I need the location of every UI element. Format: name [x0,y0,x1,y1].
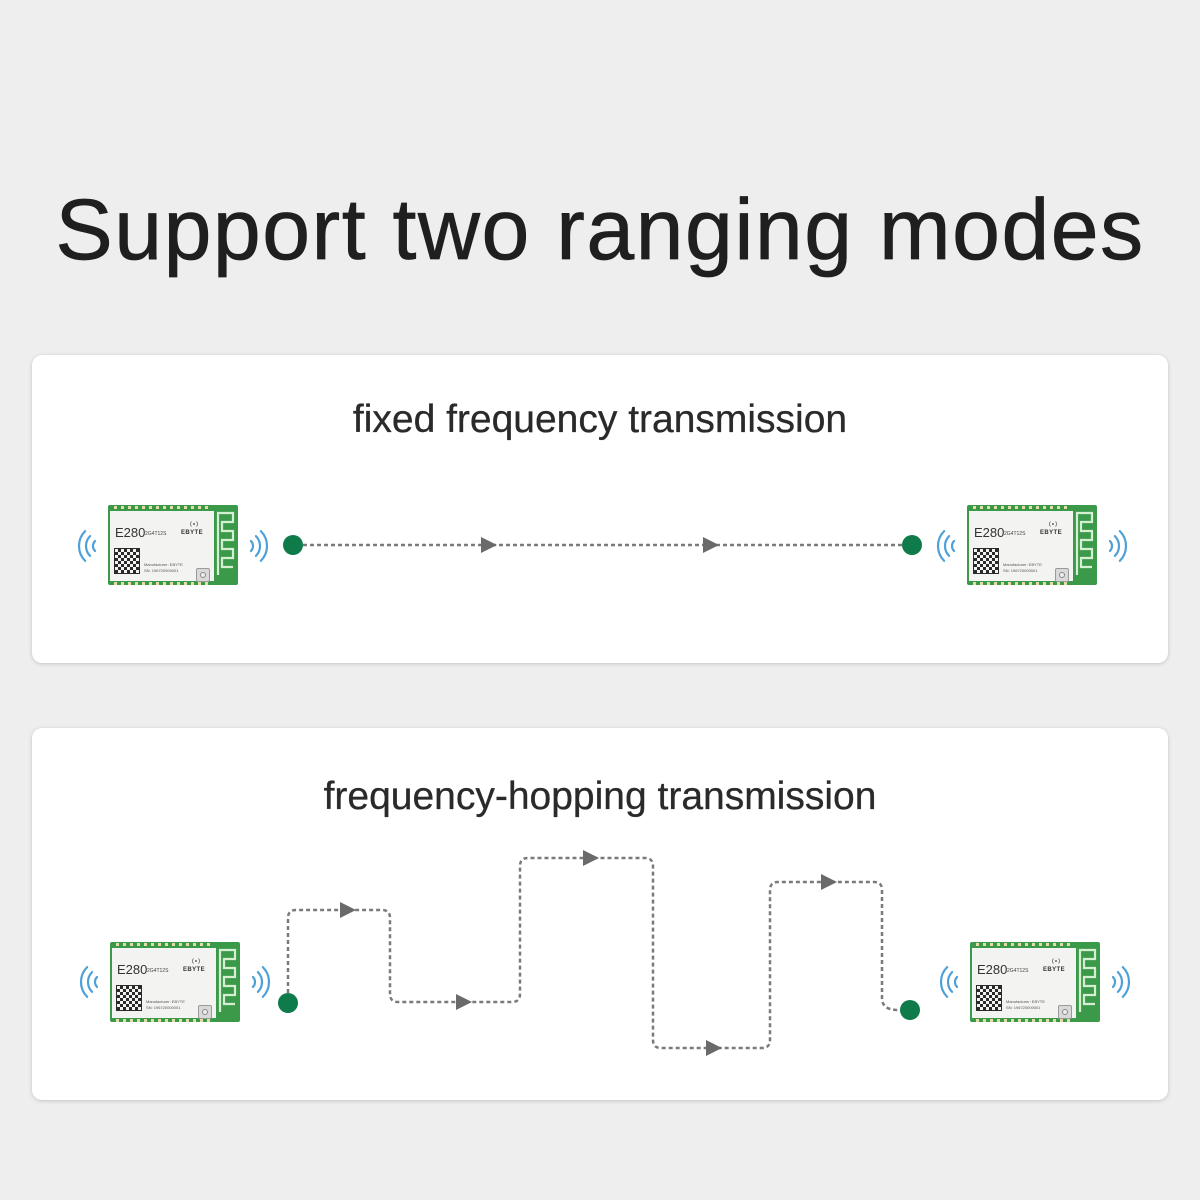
arrow-right-icon [703,537,719,553]
module-model-text: E280 [974,525,1005,540]
hopping-path [286,856,899,1050]
fixed-frequency-label: fixed frequency transmission [352,398,848,441]
signal-waves-icon [79,966,99,998]
receiver-node [900,1000,920,1020]
transmitter-node [278,993,298,1013]
pcb-antenna-icon [1078,948,1097,1012]
receiver-node [902,535,922,555]
manufacturer-text: Manufacturer: EBYTE [1006,999,1045,1004]
manufacturer-text: Manufacturer: EBYTE [144,562,183,567]
manufacturer-text: Manufacturer: EBYTE [146,999,185,1004]
qr-code-icon [976,985,1002,1011]
signal-waves-icon [1111,966,1131,998]
arrow-right-icon [481,537,497,553]
arrow-right-icon [706,1040,722,1056]
frequency-hopping-label: frequency-hopping transmission [323,775,877,818]
module-part-number: 2G4T12S [145,531,167,537]
wireless-logo-icon [1052,958,1060,964]
module-model-text: E280 [977,962,1008,977]
e280-module-receiver: E280 2G4T12S EBYTE Manufacturer: EBYTE S… [967,505,1097,585]
module-part-number: 2G4T12S [1004,531,1026,537]
pcb-antenna-icon [1075,511,1094,575]
arrow-right-icon [456,994,472,1010]
serial-number-text: SN: 196720000001 [144,568,179,573]
pcb-antenna-icon [216,511,235,575]
wireless-logo-icon [1049,521,1057,527]
signal-waves-icon [251,966,271,998]
signal-waves-icon [939,966,959,998]
arrow-right-icon [821,874,837,890]
wireless-logo-icon [192,958,200,964]
wireless-logo-icon [190,521,198,527]
module-model-text: E280 [115,525,146,540]
module-part-number: 2G4T12S [1007,968,1029,974]
antenna-connector-icon [1055,568,1069,582]
brand-logo-text: EBYTE [181,530,204,536]
signal-waves-icon [936,530,956,562]
antenna-connector-icon [198,1005,212,1019]
signal-waves-icon [249,530,269,562]
brand-logo-text: EBYTE [1043,967,1066,973]
antenna-connector-icon [196,568,210,582]
e280-module-transmitter: E280 2G4T12S EBYTE Manufacturer: EBYTE S… [110,942,240,1022]
transmitter-node [283,535,303,555]
manufacturer-text: Manufacturer: EBYTE [1003,562,1042,567]
e280-module-receiver: E280 2G4T12S EBYTE Manufacturer: EBYTE S… [970,942,1100,1022]
arrow-right-icon [340,902,356,918]
frequency-hopping-card: frequency-hopping transmission E280 2G4T… [32,728,1168,1100]
qr-code-icon [973,548,999,574]
serial-number-text: SN: 196720000001 [1003,568,1038,573]
module-part-number: 2G4T12S [147,968,169,974]
antenna-connector-icon [1058,1005,1072,1019]
qr-code-icon [116,985,142,1011]
frequency-hopping-diagram [79,850,1131,1056]
fixed-frequency-diagram [77,530,1128,562]
signal-waves-icon [77,530,97,562]
serial-number-text: SN: 196720000001 [1006,1005,1041,1010]
module-model-text: E280 [117,962,148,977]
serial-number-text: SN: 196720000001 [146,1005,181,1010]
fixed-frequency-card: fixed frequency transmission E280 2G4T12… [32,355,1168,663]
page-title: Support two ranging modes [55,182,1145,279]
brand-logo-text: EBYTE [183,967,206,973]
arrow-right-icon [583,850,599,866]
qr-code-icon [114,548,140,574]
brand-logo-text: EBYTE [1040,530,1063,536]
signal-waves-icon [1108,530,1128,562]
e280-module-transmitter: E280 2G4T12S EBYTE Manufacturer: EBYTE S… [108,505,238,585]
pcb-antenna-icon [218,948,237,1012]
